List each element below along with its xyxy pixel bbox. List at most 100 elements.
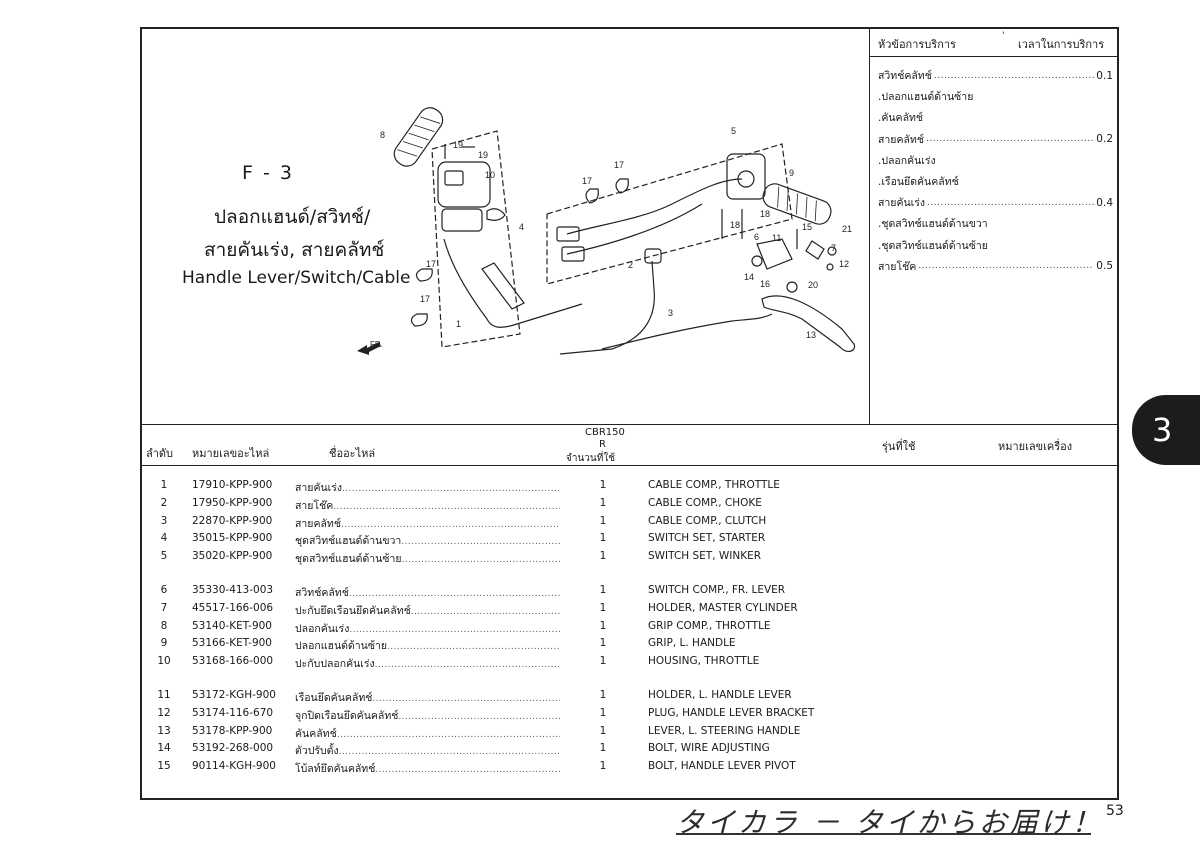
parts-diagram: FR. 1 2 3 4 5 6 7 8 9 10 11 12 13 14 15 …: [142, 29, 870, 425]
dot-leader: ........................................…: [340, 519, 560, 530]
part-name-thai: โบ้ลท์ยึดคันคลัทช์......................…: [295, 760, 560, 777]
table-row: 13 53178-KPP-900 คันคลัทช์................…: [142, 725, 1117, 742]
part-name-thai: ปลอกคันเร่ง.............................…: [295, 620, 560, 637]
part-number: 17950-KPP-900: [192, 496, 273, 509]
part-ref-number: 9: [160, 637, 168, 650]
part-name-english: BOLT, HANDLE LEVER PIVOT: [648, 760, 796, 773]
callout: 19: [478, 150, 488, 160]
part-quantity: 1: [599, 689, 607, 701]
part-number: 53174-116-670: [192, 706, 274, 719]
service-item-name: .คันคลัทช์: [878, 112, 924, 125]
service-item-name: .เรือนยึดคันคลัทช์: [878, 176, 959, 189]
dot-leader: ........................................…: [918, 261, 1094, 272]
part-quantity: 1: [599, 724, 607, 737]
col-model-used-header: รุ่นที่ใช้: [882, 440, 916, 453]
callout: 7: [831, 243, 836, 253]
part-name-thai: ปะกับปลอกคันเร่ง........................…: [295, 655, 560, 672]
dot-leader: ........................................…: [333, 501, 560, 512]
part-number: 22870-KPP-900: [192, 514, 273, 527]
part-quantity: 1: [599, 532, 607, 545]
part-name-english: BOLT, WIRE ADJUSTING: [648, 742, 770, 755]
service-item: .คันคลัทช์: [878, 107, 1113, 128]
part-name-thai-text: คันคลัทช์: [295, 727, 337, 740]
part-name-english: GRIP COMP., THROTTLE: [648, 619, 771, 632]
col-part-number-header: หมายเลขอะไหล่: [192, 447, 270, 460]
dot-leader: ........................................…: [336, 729, 560, 740]
callout: 17: [582, 176, 592, 186]
svg-text:FR.: FR.: [370, 340, 383, 349]
part-name-english: PLUG, HANDLE LEVER BRACKET: [648, 706, 815, 719]
part-name-english: CABLE COMP., CLUTCH: [648, 514, 767, 527]
part-name-english: HOLDER, MASTER CYLINDER: [648, 601, 798, 614]
part-name-english: CABLE COMP., THROTTLE: [648, 479, 780, 491]
part-ref-number: 13: [157, 724, 171, 737]
callout: 4: [519, 222, 524, 232]
part-number: 53140-KET-900: [192, 619, 272, 632]
part-quantity: 1: [599, 619, 607, 632]
part-name-thai-text: ชุดสวิทช์แฮนด์ด้านขวา: [295, 535, 402, 548]
page-number: 53: [1106, 803, 1124, 819]
dot-leader: ........................................…: [342, 484, 560, 494]
part-ref-number: 11: [157, 689, 171, 701]
model-header: CBR150: [585, 427, 625, 438]
dot-leader: ........................................…: [348, 589, 560, 599]
part-name-english: GRIP, L. HANDLE: [648, 637, 736, 650]
service-item: .ปลอกคันเร่ง: [878, 150, 1113, 171]
service-item-name: สายคันเร่ง: [878, 197, 926, 210]
part-ref-number: 12: [157, 706, 171, 719]
part-name-thai: ตัวปรับตั้ง.............................…: [295, 742, 560, 759]
service-item: สายคลัทช์...............................…: [878, 129, 1113, 150]
table-row: 3 22870-KPP-900 สายคลัทช์.................…: [142, 515, 1117, 532]
part-name-thai-text: โบ้ลท์ยึดคันคลัทช์: [295, 763, 376, 776]
dot-leader: ........................................…: [387, 642, 560, 653]
callout: 10: [485, 170, 495, 180]
dot-leader: ........................................…: [401, 537, 560, 548]
callout: 15: [802, 222, 812, 232]
exploded-view-drawing: FR. 1 2 3 4 5 6 7 8 9 10 11 12 13 14 15 …: [357, 107, 856, 355]
callout: 14: [744, 272, 754, 282]
service-item-time: 0.5: [1096, 260, 1113, 273]
service-time-header: เวลาในการบริการ: [1018, 38, 1105, 51]
service-item-name: .ชุดสวิทช์แฮนด์ด้านซ้าย: [878, 239, 988, 252]
part-name-thai-text: ปลอกแฮนด์ด้านซ้าย: [295, 640, 388, 653]
part-number: 53178-KPP-900: [192, 724, 273, 737]
part-ref-number: 10: [157, 655, 171, 668]
callout-labels: 1 2 3 4 5 6 7 8 9 10 11 12 13 14 15 16 1…: [380, 126, 852, 340]
service-item-time: 0.4: [1096, 196, 1113, 209]
part-name-thai-text: สายคลัทช์: [295, 517, 341, 530]
part-number: 53168-166-000: [192, 655, 274, 668]
dot-leader: ........................................…: [401, 555, 560, 566]
part-quantity: 1: [599, 496, 607, 509]
service-item: .ชุดสวิทช์แฮนด์ด้านซ้าย: [878, 235, 1113, 256]
part-name-thai-text: ปะกับยึดเรือนยึดคันคลัทช์: [295, 604, 411, 617]
callout: 6: [754, 232, 759, 242]
callout: 5: [731, 126, 736, 136]
part-ref-number: 3: [160, 514, 168, 527]
service-header: หัวข้อการบริการ ' เวลาในการบริการ: [870, 29, 1117, 57]
callout: 12: [839, 259, 849, 269]
dot-leader: ........................................…: [925, 134, 1095, 145]
part-number: 35330-413-003: [192, 584, 274, 596]
part-ref-number: 5: [160, 550, 168, 563]
part-name-thai: ชุดสวิทช์แฮนด์ด้านซ้าย..................…: [295, 550, 560, 567]
part-name-english: CABLE COMP., CHOKE: [648, 496, 762, 509]
part-name-thai: ชุดสวิทช์แฮนด์ด้านขวา...................…: [295, 532, 560, 549]
part-quantity: 1: [599, 479, 607, 491]
part-ref-number: 1: [160, 479, 168, 491]
callout: 20: [808, 280, 818, 290]
callout: 17: [614, 160, 624, 170]
dot-leader: ........................................…: [372, 694, 560, 704]
part-quantity: 1: [599, 655, 607, 668]
service-item-name: สวิทช์คลัทช์: [878, 70, 932, 83]
service-topic-header: หัวข้อการบริการ: [878, 38, 956, 51]
part-quantity: 1: [599, 584, 607, 596]
